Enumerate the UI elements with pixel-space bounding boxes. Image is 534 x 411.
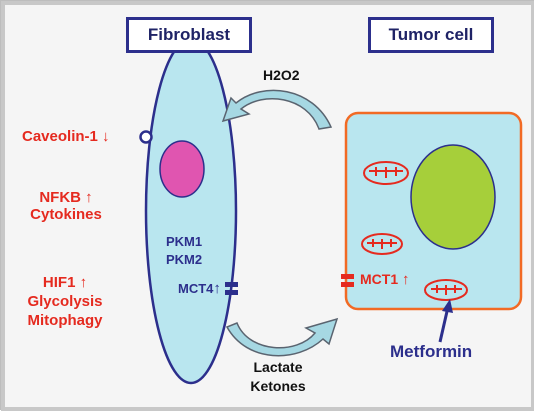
metformin-arrow [438,299,453,343]
h2o2-label: H2O2 [263,67,300,83]
fibroblast-title: Fibroblast [126,17,252,53]
caveolin-text: Caveolin-1 [22,128,98,145]
caveolin-marker [139,130,153,144]
fibroblast-nucleus [159,140,205,198]
mct4-text: MCT4 [178,281,214,296]
up-arrow-icon: ↑ [79,274,88,291]
glycolysis-text: Glycolysis [27,293,103,310]
up-arrow-icon: ↑ [213,280,221,297]
down-arrow-icon: ↓ [102,128,110,145]
mitochondrion-2 [361,233,403,255]
mct1-text: MCT1 [360,271,399,287]
metformin-label: Metformin [390,342,473,361]
up-arrow-icon: ↑ [402,271,410,288]
mct1-label: MCT1 ↑ [360,271,410,288]
nfkb-text: NFKB [39,189,81,206]
mct4-transporter [225,282,238,295]
mct1-transporter [341,274,354,287]
ketones-text: Ketones [250,378,306,394]
mitochondrion-3 [424,279,468,301]
cytokines-text: Cytokines [30,206,102,223]
hif1-text: HIF1 [42,274,76,291]
caveolin-label: Caveolin-1 ↓ [22,128,110,145]
mitophagy-text: Mitophagy [27,312,103,329]
tumor-nucleus [410,144,496,250]
pkm-labels: PKM1 PKM2 [159,233,209,269]
mitochondrion-1 [363,161,409,185]
pkm1-text: PKM1 [165,234,203,249]
mct4-label: MCT4↑ [178,280,221,297]
tumor-cell-title: Tumor cell [368,17,494,53]
hif1-label: HIF1 ↑ Glycolysis Mitophagy [17,273,113,330]
pkm2-text: PKM2 [165,252,203,267]
nfkb-label: NFKB ↑ Cytokines [21,189,111,223]
lactate-ketones-label: Lactate Ketones [238,358,318,396]
up-arrow-icon: ↑ [85,189,93,206]
h2o2-arrow [221,89,333,130]
lactate-text: Lactate [253,359,303,375]
lactate-arrow [225,317,339,357]
fibroblast-cell [144,37,238,385]
